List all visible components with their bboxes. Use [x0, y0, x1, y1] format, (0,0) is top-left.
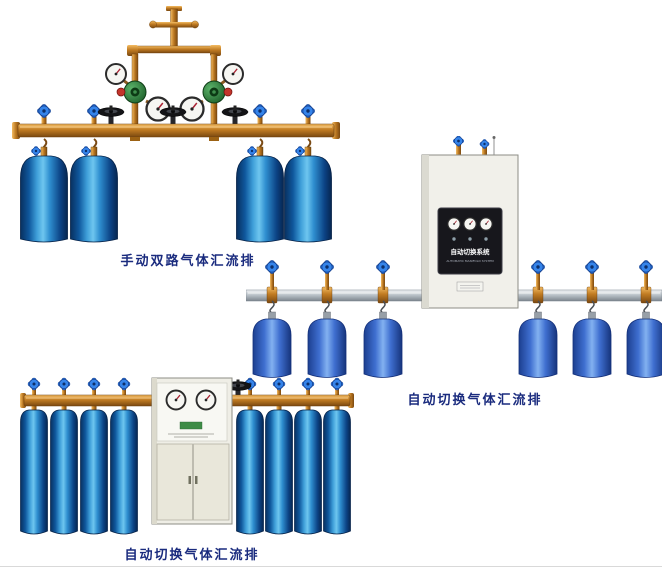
product-manual-dual-manifold: 手动双路气体汇流排: [8, 6, 344, 269]
valve-cap-icon: [27, 377, 41, 391]
indicator-light: [468, 237, 472, 241]
valve-cap-icon: [252, 103, 268, 119]
cabinet-gauge-panel: [156, 382, 228, 442]
valve-cap-icon: [638, 259, 654, 275]
cabinet-door: [156, 443, 193, 521]
valve-cap-icon: [272, 377, 286, 391]
gas-cylinder: [70, 155, 118, 243]
valve-cap-icon: [117, 377, 131, 391]
gas-cylinder: [323, 409, 351, 535]
gas-cylinder: [626, 318, 662, 378]
cabinet-panel-title: 自动切换系统: [451, 247, 491, 256]
gas-cylinder: [50, 409, 78, 535]
cabinet-door: [193, 443, 230, 521]
valve-cap-icon: [530, 259, 546, 275]
pressure-gauge-icon: [165, 389, 187, 411]
regulator-knob: [223, 87, 233, 97]
valve-cap-icon: [31, 146, 41, 156]
product-caption: 自动切换气体汇流排: [407, 393, 543, 408]
cabinet-label: [179, 421, 203, 430]
valve-cap-icon: [36, 103, 52, 119]
pressure-gauge-icon: [479, 217, 493, 231]
auto-switch-floor-image: [20, 377, 354, 535]
valve-cap-icon: [57, 377, 71, 391]
valve-cap-icon: [87, 377, 101, 391]
manual-dual-manifold-image: [12, 6, 340, 243]
pressure-regulator-left: [105, 63, 171, 122]
pressure-gauge-icon: [447, 217, 461, 231]
control-cabinet: [151, 377, 233, 525]
gas-cylinder: [252, 318, 292, 378]
regulator-body: [123, 80, 147, 104]
indicator-light: [452, 237, 456, 241]
product-auto-switch-wall: 自动切换系统 AUTOMATIC MANIFOLD SYSTEM 自动切换气体汇…: [246, 136, 662, 408]
indicator-light: [484, 237, 488, 241]
valve-cap-icon: [264, 259, 280, 275]
auto-switch-wall-image: 自动切换系统 AUTOMATIC MANIFOLD SYSTEM: [246, 136, 662, 378]
pipe-end-cap: [149, 20, 157, 29]
gas-cylinder: [572, 318, 612, 378]
gas-cylinder: [20, 155, 68, 243]
gas-cylinder: [110, 409, 138, 535]
page-bottom-divider: [0, 566, 662, 567]
control-cabinet: 自动切换系统 AUTOMATIC MANIFOLD SYSTEM: [421, 136, 519, 309]
cylinder-connectors: [36, 103, 316, 126]
gas-cylinder: [265, 409, 293, 535]
valve-cap-icon: [375, 259, 391, 275]
pressure-gauge-icon: [463, 217, 477, 231]
product-caption: 自动切换气体汇流排: [124, 548, 260, 563]
valve-cap-icon: [300, 103, 316, 119]
valve-cap-icon: [330, 377, 344, 391]
gas-cylinder: [20, 409, 48, 535]
gas-cylinder: [363, 318, 403, 378]
pressure-gauge-icon: [195, 389, 217, 411]
pressure-gauge-icon: [179, 96, 205, 122]
door-handle: [188, 476, 191, 484]
cylinder-connectors: [27, 377, 344, 397]
pressure-gauge-icon: [222, 63, 244, 85]
regulator-body: [202, 80, 226, 104]
product-auto-switch-floor: 自动切换气体汇流排: [18, 376, 356, 563]
cylinder-necks: [31, 402, 340, 411]
product-caption: 手动双路气体汇流排: [120, 254, 256, 269]
manifold-pipe: [12, 122, 340, 141]
valve-handwheel-icon: [221, 105, 249, 127]
cabinet-label-plate: [456, 281, 484, 292]
cylinder-connectors: [264, 259, 654, 290]
pipe-end-cap: [191, 20, 199, 29]
valve-cap-icon: [319, 259, 335, 275]
valve-cap-icon: [479, 139, 490, 149]
gas-cylinder: [518, 318, 558, 378]
door-handle: [195, 476, 198, 484]
gas-cylinder: [236, 409, 264, 535]
valve-cap-icon: [301, 377, 315, 391]
gas-cylinder: [294, 409, 322, 535]
pressure-regulator-right: [179, 63, 244, 122]
regulator-knob: [116, 87, 126, 97]
valve-cap-icon: [452, 136, 465, 147]
gas-cylinder: [307, 318, 347, 378]
valve-cap-icon: [584, 259, 600, 275]
valve-handwheel-icon: [97, 105, 125, 127]
gas-cylinder: [80, 409, 108, 535]
pressure-gauge-icon: [105, 63, 127, 85]
valve-cap-icon: [81, 146, 91, 156]
cabinet-panel-subtitle: AUTOMATIC MANIFOLD SYSTEM: [446, 259, 494, 263]
